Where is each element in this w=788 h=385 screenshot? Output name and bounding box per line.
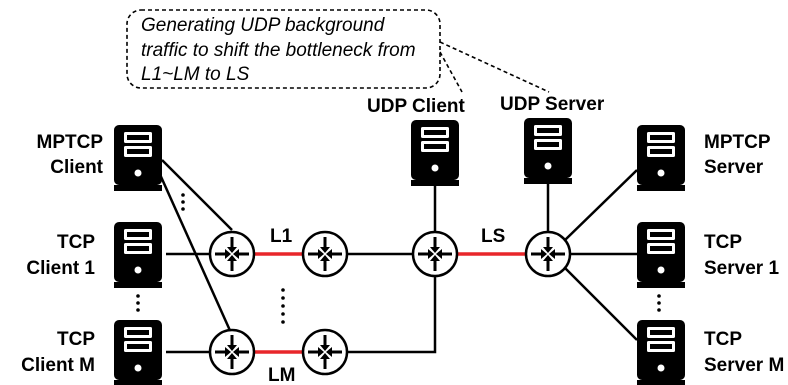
link-label-ls: LS xyxy=(481,226,505,247)
router-l1-left-icon xyxy=(208,230,256,278)
callout-pointer-udp-server xyxy=(439,41,550,93)
link-lm-to-aggregate xyxy=(347,276,437,354)
router-lm-left-icon xyxy=(208,328,256,376)
mptcp-client-server-icon xyxy=(114,125,162,191)
mptcp-server-server-icon xyxy=(637,125,685,191)
udp-client-server-icon xyxy=(411,120,459,186)
callout-line-3: L1~LM to LS xyxy=(141,64,250,85)
router-aggregate-icon xyxy=(411,230,459,278)
link-mptcp-client-r1 xyxy=(161,159,233,231)
tcp-server-m-label-1: TCP xyxy=(704,329,742,350)
callout-box xyxy=(126,9,441,89)
callout-line-1: Generating UDP background xyxy=(141,15,386,36)
mptcp-client-label-2: Client xyxy=(50,157,103,178)
tcp-client-1-label-2: Client 1 xyxy=(26,258,95,279)
link-router-mptcp-server xyxy=(564,169,638,241)
mptcp-server-label-1: MPTCP xyxy=(704,132,771,153)
link-router-tcp-server-m xyxy=(564,267,638,341)
udp-server-server-icon xyxy=(524,118,572,184)
tcp-client-m-label-2: Client M xyxy=(21,355,95,376)
tcp-server-1-server-icon xyxy=(637,222,685,288)
tcp-server-m-label-2: Server M xyxy=(704,355,784,376)
tcp-server-1-label-2: Server 1 xyxy=(704,258,779,279)
dots-servers xyxy=(657,294,661,298)
mptcp-client-label-1: MPTCP xyxy=(37,132,104,153)
link-label-l1: L1 xyxy=(270,226,293,247)
tcp-server-1-label-1: TCP xyxy=(704,232,742,253)
ellipsis-dots xyxy=(136,193,661,324)
tcp-client-m-server-icon xyxy=(114,320,162,385)
link-label-lm: LM xyxy=(268,365,295,385)
router-lm-right-icon xyxy=(301,328,349,376)
tcp-client-1-server-icon xyxy=(114,222,162,288)
tcp-client-m-label-1: TCP xyxy=(57,329,95,350)
callout-pointer-udp-client xyxy=(439,51,463,93)
dots-clients-lower xyxy=(136,294,140,298)
router-l1-right-icon xyxy=(301,230,349,278)
mptcp-server-label-2: Server xyxy=(704,157,764,178)
udp-server-label: UDP Server xyxy=(500,94,605,115)
callout-line-2: traffic to shift the bottleneck from xyxy=(141,40,416,61)
network-links xyxy=(156,159,638,354)
dots-links xyxy=(281,288,285,292)
link-mptcp-client-r2 xyxy=(156,169,234,336)
router-server-side-icon xyxy=(524,230,572,278)
udp-client-label: UDP Client xyxy=(367,96,466,117)
tcp-client-1-label-1: TCP xyxy=(57,232,95,253)
tcp-server-m-server-icon xyxy=(637,320,685,385)
dots-clients-upper xyxy=(181,193,185,197)
